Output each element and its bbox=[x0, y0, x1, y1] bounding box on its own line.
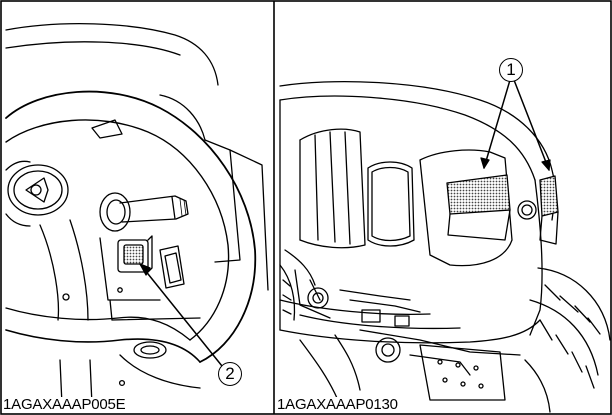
callout-1: 1 bbox=[499, 58, 523, 82]
left-panel-code: 1AGAXAAAP005E bbox=[2, 397, 129, 413]
callout-2-label: 2 bbox=[225, 364, 235, 383]
right-panel-illustration bbox=[279, 79, 611, 413]
left-panel-illustration bbox=[5, 23, 269, 406]
callout-2: 2 bbox=[218, 362, 242, 386]
callout-1-label: 1 bbox=[506, 60, 516, 79]
right-panel-code: 1AGAXAAAP0130 bbox=[276, 397, 401, 413]
